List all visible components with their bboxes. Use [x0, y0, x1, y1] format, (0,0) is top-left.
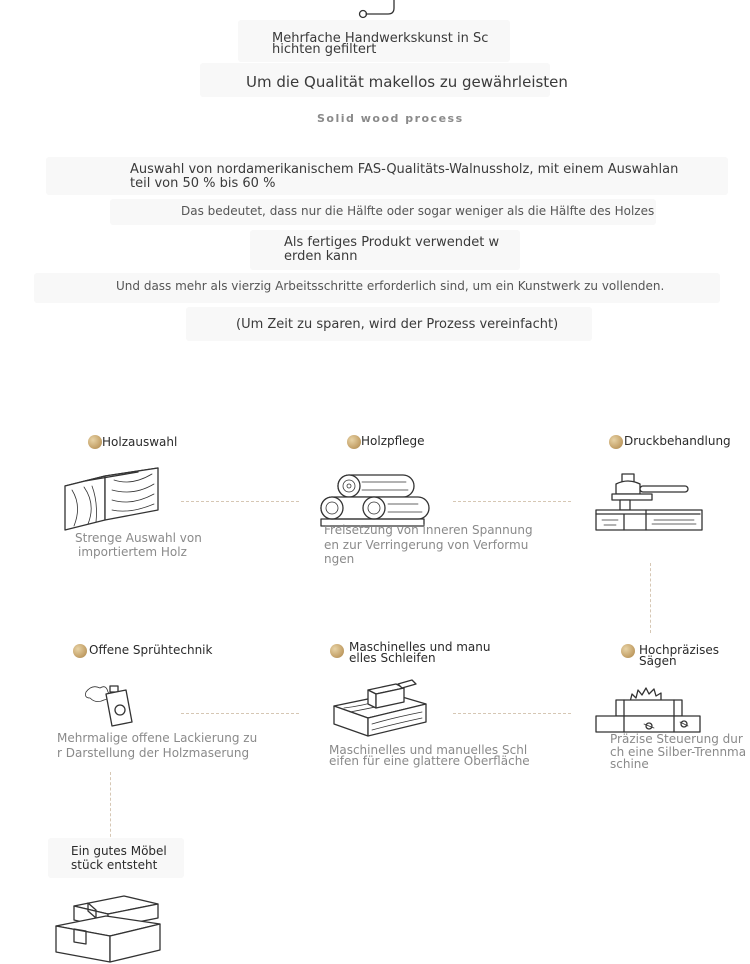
- intro-p3a: Als fertiges Produkt verwendet w: [284, 235, 500, 250]
- step5-title1: Maschinelles und manu: [349, 640, 491, 654]
- connector-3-6: [650, 563, 651, 633]
- header-band: [238, 20, 510, 62]
- intro-p1a: Auswahl von nordamerikanischem FAS-Quali…: [130, 162, 679, 177]
- step5-title2: elles Schleifen: [349, 651, 436, 665]
- press-icon: [595, 473, 703, 531]
- step3-title: Druckbehandlung: [624, 434, 731, 448]
- step-dot-icon: [330, 644, 344, 658]
- step-dot-icon: [609, 435, 623, 449]
- intro-p1b: teil von 50 % bis 60 %: [130, 176, 276, 191]
- log-pile-icon: [320, 474, 430, 527]
- step2-desc3: ngen: [324, 552, 355, 566]
- intro-band-5: [186, 307, 592, 341]
- step7-title2: stück entsteht: [71, 858, 158, 872]
- connector-4-7: [110, 772, 111, 842]
- step2-desc1: Freisetzung von inneren Spannung: [324, 523, 533, 537]
- intro-p3b: erden kann: [284, 249, 358, 264]
- connector-5-6: [453, 713, 571, 714]
- intro-band-2: [110, 199, 656, 225]
- header2-band: [200, 63, 550, 97]
- step1-desc2: importiertem Holz: [78, 545, 187, 559]
- intro-p4: Und dass mehr als vierzig Arbeitsschritt…: [116, 279, 665, 293]
- step2-title: Holzpflege: [361, 434, 425, 448]
- step4-desc1: Mehrmalige offene Lackierung zu: [57, 731, 258, 745]
- intro-p2: Das bedeutet, dass nur die Hälfte oder s…: [181, 204, 655, 218]
- step6-desc1: Präzise Steuerung dur: [610, 732, 743, 746]
- route-icon: [358, 0, 395, 19]
- connector-1-2: [181, 501, 299, 502]
- step5-desc2: eifen für eine glattere Oberfläche: [329, 754, 530, 768]
- step2-desc2: en zur Verringerung von Verformu: [324, 538, 529, 552]
- step-dot-icon: [347, 435, 361, 449]
- sanding-icon: [333, 679, 427, 737]
- saw-icon: [595, 687, 701, 733]
- intro-p5: (Um Zeit zu sparen, wird der Prozess ver…: [236, 317, 559, 332]
- section-subtitle: Solid wood process: [317, 112, 464, 125]
- step-dot-icon: [88, 435, 102, 449]
- step6-desc2: ch eine Silber-Trennma: [610, 745, 747, 759]
- furniture-box-icon: [55, 895, 161, 963]
- step7-band: [48, 838, 184, 878]
- intro-band-1: [46, 157, 728, 195]
- step5-desc1: Maschinelles und manuelles Schl: [329, 743, 528, 757]
- intro-band-3: [250, 230, 520, 270]
- step6-desc3: schine: [610, 757, 649, 771]
- header-line2: Um die Qualität makellos zu gewährleiste…: [246, 73, 568, 91]
- step1-desc1: Strenge Auswahl von: [75, 531, 202, 545]
- header-line1: Mehrfache Handwerkskunst in Sc: [272, 31, 489, 46]
- header-line1b: hichten gefiltert: [272, 42, 377, 57]
- spray-can-icon: [85, 685, 133, 727]
- intro-band-4: [34, 273, 720, 303]
- connector-2-3: [453, 501, 571, 502]
- connector-4-5: [181, 713, 299, 714]
- step6-title: Hochpräzises Sägen: [639, 643, 719, 668]
- step7-title1: Ein gutes Möbel: [71, 844, 167, 858]
- step-dot-icon: [73, 644, 87, 658]
- wood-block-icon: [64, 467, 159, 531]
- step-dot-icon: [621, 644, 635, 658]
- step1-title: Holzauswahl: [102, 435, 178, 449]
- step4-title: Offene Sprühtechnik: [89, 643, 213, 657]
- step4-desc2: r Darstellung der Holzmaserung: [57, 746, 250, 760]
